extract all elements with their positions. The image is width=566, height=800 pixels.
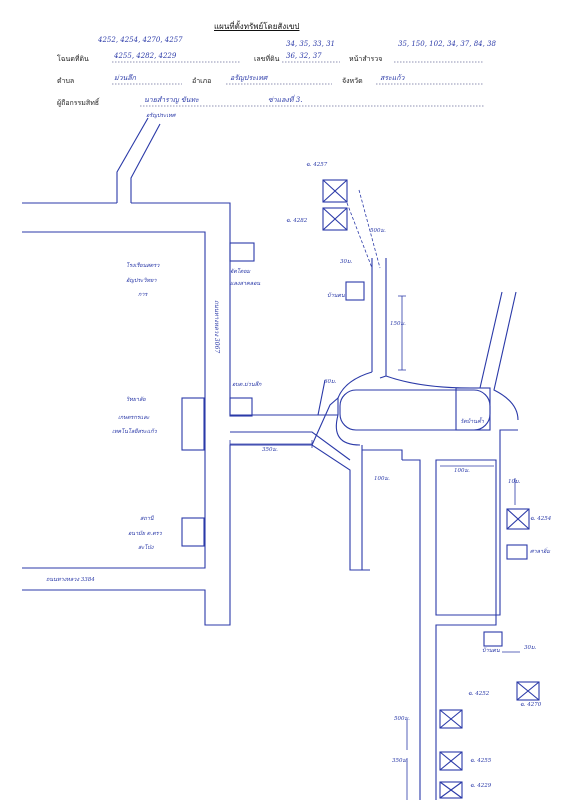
rubber-label-line1: จัดโดยม: [230, 269, 251, 275]
college-label-line2: เกษตรกรและ: [118, 415, 150, 421]
distance-30m-top: 30ม.: [340, 259, 353, 265]
survey-page-label: หน้าสำรวจ: [349, 55, 383, 63]
college-label-line1: วิทยาลัย: [126, 397, 146, 403]
station-label-line2: อนามัย ต.ตรว: [128, 531, 162, 537]
land-no-label: เลขที่ดิน: [254, 55, 280, 63]
distance-60m: 60ม.: [324, 379, 337, 385]
deed-label: โฉนดที่ดิน: [57, 55, 89, 63]
station-label-line3: สะโป่ง: [138, 545, 154, 551]
school-label-line2: อัญประวิทยา: [126, 278, 157, 284]
distance-350m-bottom: 350ม.: [392, 758, 408, 764]
distance-500m-bottom: 500ม.: [394, 716, 410, 722]
office-label: อบต.ม่วนลึก: [232, 382, 262, 388]
distance-500m-top: 500ม.: [370, 228, 386, 234]
distance-150m: 150ม.: [390, 321, 406, 327]
owner-extra: ซ่าแลงที่ 3.: [268, 96, 303, 104]
province-value: สระแก้ว: [380, 74, 405, 82]
station-label-line1: สถานี: [140, 516, 154, 522]
parcel-4282-label: ฉ. 4282: [286, 218, 308, 224]
house-label-top: บ้านตน: [327, 293, 345, 299]
distance-10m: 10ม.: [508, 479, 521, 485]
parcel-4257-label: ฉ. 4257: [306, 162, 328, 168]
parcel-4229-label: ฉ. 4229: [470, 783, 492, 789]
school-label-line1: โรงเรียนสตรว: [126, 263, 160, 269]
owner-label: ผู้ถือกรรมสิทธิ์: [57, 99, 100, 107]
land-numbers-mid: 34, 35, 33, 31: [286, 40, 335, 48]
highway-3067-label: ถนนทางหลวง 3067: [213, 300, 220, 354]
subdistrict-label: ตำบล: [57, 77, 75, 85]
rubber-label-line2: แลงสาคลอน: [230, 281, 261, 287]
school-label-line3: การ: [138, 292, 148, 298]
distance-100m-left: 100ม.: [374, 476, 390, 482]
highway-3384-label: ถนนทางหลวง 3384: [46, 577, 95, 583]
temple-label: วัดบ้านค้ำ: [460, 419, 484, 425]
distance-100m-right: 100ม.: [454, 468, 470, 474]
distance-350m-mid: 350ม.: [262, 447, 278, 453]
district-value: อรัญประเทศ: [230, 74, 268, 82]
land-title-numbers: 4252, 4254, 4270, 4257: [98, 36, 183, 44]
province-label: จังหวัด: [342, 77, 363, 85]
parcel-4255-label: ฉ. 4255: [470, 758, 492, 764]
parcel-4252-label: ฉ. 4252: [468, 691, 490, 697]
survey-numbers-right: 35, 150, 102, 34, 37, 84, 38: [398, 40, 496, 48]
road-label-top-left: อรัญประเทศ: [146, 113, 176, 119]
sheet-title: แผนที่ตั้งทรัพย์โดยสังเขป: [214, 22, 300, 31]
subdistrict-value: ม่วนลึก: [114, 74, 136, 82]
parcel-4270-label: ฉ. 4270: [520, 702, 542, 708]
land-no-value: 36, 32, 37: [286, 52, 322, 60]
owner-value: นายสำราญ ขันทะ: [144, 96, 199, 104]
deed-value: 4255, 4282, 4229: [114, 52, 177, 60]
house-label-bottom: บ้านตน: [482, 648, 500, 654]
distance-30m-bottom: 30ม.: [524, 645, 537, 651]
college-label-line3: เทคโนโลยีสระแก้ว: [112, 429, 157, 435]
district-label: อำเภอ: [192, 77, 212, 85]
parcel-4254-label: ฉ. 4254: [530, 516, 552, 522]
hall-label: ศาลาอิ่ม: [530, 549, 550, 555]
